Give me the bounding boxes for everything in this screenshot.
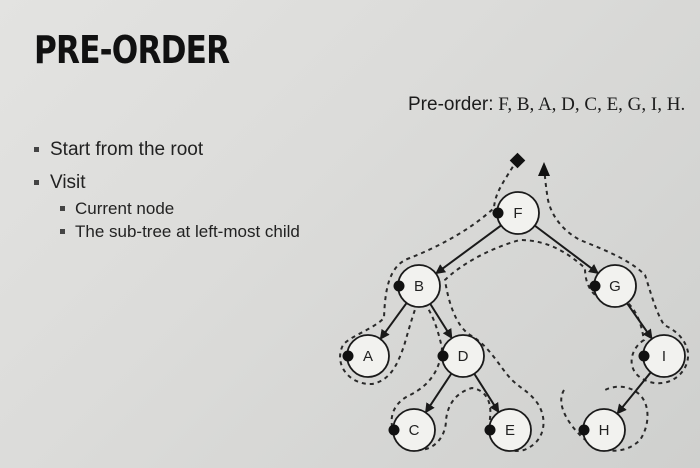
tree-node-F: F xyxy=(492,191,540,235)
tree-node-label: A xyxy=(363,348,373,365)
bullet-item: Start from the root xyxy=(32,138,332,162)
tree-node-I: I xyxy=(638,334,686,378)
tree-node-label: F xyxy=(513,205,522,222)
visit-dot-icon xyxy=(393,280,405,292)
preorder-result: Pre-order: F, B, A, D, C, E, G, I, H. xyxy=(408,94,685,116)
tree-node-label: H xyxy=(599,422,610,439)
visit-dot-icon xyxy=(638,350,650,362)
tree-edge-G-I xyxy=(626,302,653,340)
slide-title: PRE-ORDER xyxy=(34,28,230,72)
sub-bullet-item: Current node xyxy=(32,199,332,218)
tree-node-label: D xyxy=(458,348,469,365)
tree-edge-B-D xyxy=(429,303,453,340)
visit-dot-icon xyxy=(578,424,590,436)
tree-node-H: H xyxy=(578,408,626,452)
end-arrow-icon xyxy=(538,162,550,176)
visit-dot-icon xyxy=(492,207,504,219)
visit-dot-icon xyxy=(484,424,496,436)
tree-edge-B-A xyxy=(379,302,408,340)
tree-edge-I-H xyxy=(616,371,652,415)
tree-edge-D-E xyxy=(473,373,500,414)
tree-node-label: B xyxy=(414,278,424,295)
bullet-list: Start from the root Visit Current node T… xyxy=(32,138,332,245)
tree-node-B: B xyxy=(393,264,441,308)
sub-bullet-item: The sub-tree at left-most child xyxy=(32,222,332,241)
tree-edge-F-G xyxy=(534,224,600,274)
visit-dot-icon xyxy=(342,350,354,362)
preorder-label: Pre-order: xyxy=(408,94,494,115)
tree-node-label: I xyxy=(662,348,666,365)
visit-dot-icon xyxy=(589,280,601,292)
visit-dot-icon xyxy=(437,350,449,362)
tree-node-A: A xyxy=(342,334,390,378)
tree-node-C: C xyxy=(388,408,436,452)
tree-node-label: G xyxy=(609,278,621,295)
tree-node-label: E xyxy=(505,422,515,439)
tree-node-label: C xyxy=(409,422,420,439)
tree-node-E: E xyxy=(484,408,532,452)
visit-dot-icon xyxy=(388,424,400,436)
start-marker-icon xyxy=(509,152,526,169)
tree-edge-F-B xyxy=(435,224,502,275)
traversal-path xyxy=(339,159,690,452)
bullet-item: Visit xyxy=(32,171,332,195)
tree-edge-D-C xyxy=(425,372,453,414)
tree-node-D: D xyxy=(437,334,485,378)
preorder-sequence: F, B, A, D, C, E, G, I, H. xyxy=(498,94,686,115)
tree-edges xyxy=(379,224,653,415)
tree-nodes: F B G A D I C E H xyxy=(342,191,686,452)
tree-node-G: G xyxy=(589,264,637,308)
